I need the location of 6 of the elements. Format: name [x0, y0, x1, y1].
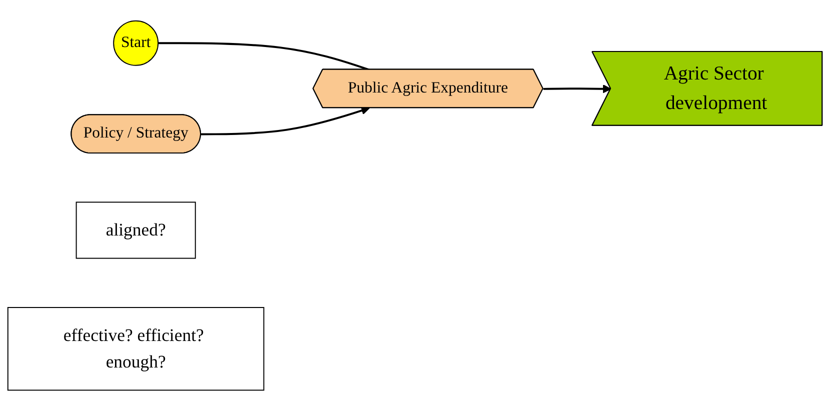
node-circle: Start	[113, 20, 159, 66]
node-box: effective? efficient? enough?	[7, 307, 264, 392]
arrow	[543, 85, 612, 94]
arrow	[200, 106, 370, 136]
node-box: aligned?	[76, 202, 196, 260]
connector	[158, 42, 370, 72]
